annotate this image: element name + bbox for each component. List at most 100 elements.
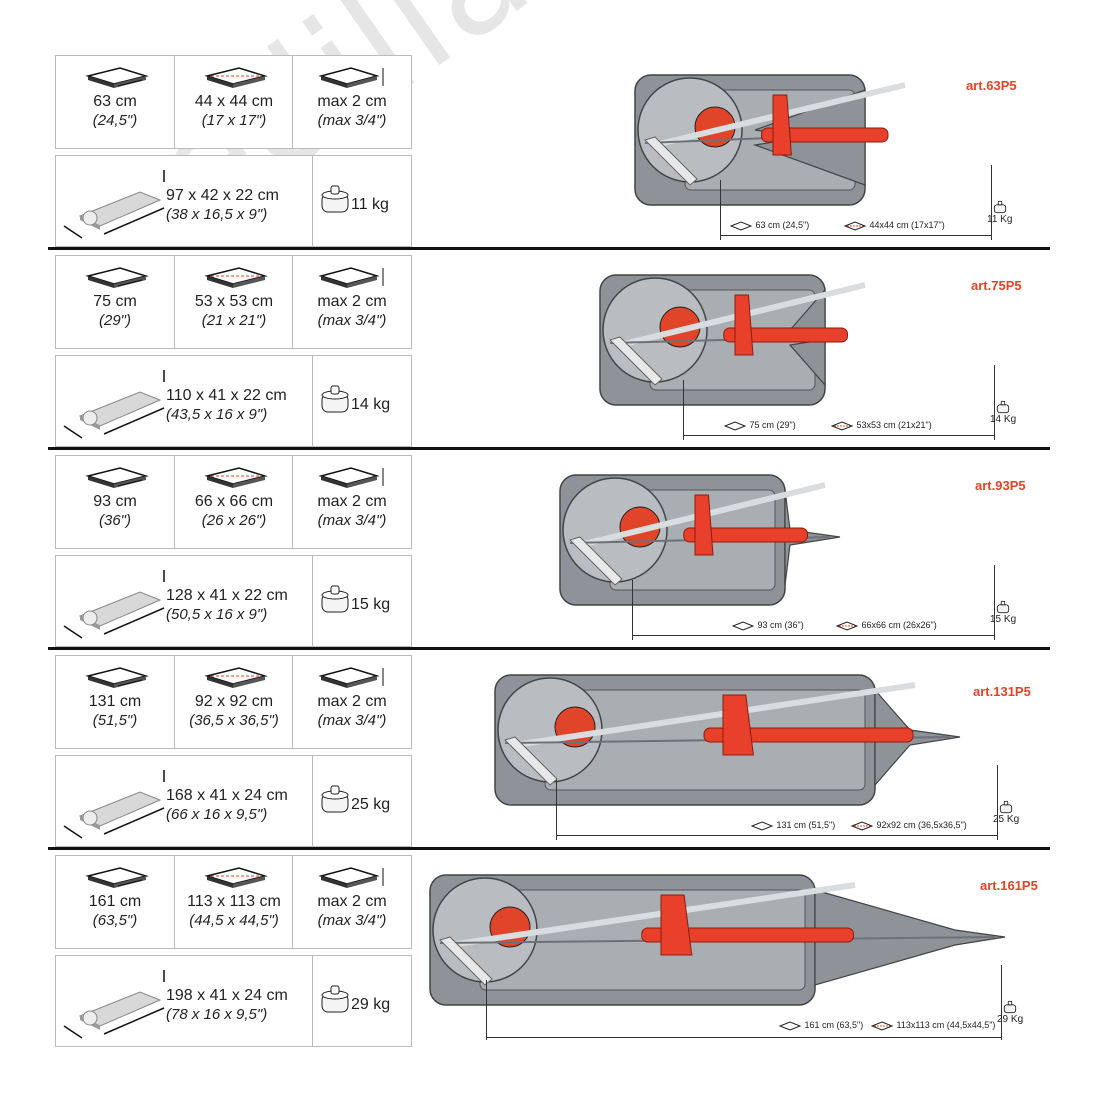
cut-length-cell: 131 cm (51,5") xyxy=(56,656,174,748)
caption-cut-length: 131 cm (51,5") xyxy=(750,820,835,831)
weight: 29 kg xyxy=(351,996,391,1013)
cutter-size-inches: (43,5 x 16 x 9") xyxy=(166,406,268,423)
caption-diagonal: 44x44 cm (17x17") xyxy=(843,220,945,231)
cutter-dimensions: 128 x 41 x 22 cm (50,5 x 16 x 9") xyxy=(166,586,366,624)
model-code: art.75P5 xyxy=(971,278,1022,293)
weight-mini-icon xyxy=(996,600,1010,614)
dimension-tick-right xyxy=(991,165,992,240)
red-handle xyxy=(683,494,808,556)
tile-diagonal-icon xyxy=(204,467,268,488)
cutter-size-inches: (38 x 16,5 x 9") xyxy=(166,206,268,223)
dimension-line xyxy=(632,635,994,636)
tile-cut-length-icon xyxy=(85,667,149,688)
max-thickness-inches: (max 3/4") xyxy=(317,312,387,329)
weight-icon xyxy=(321,185,349,213)
tile-mini-diagonal-icon xyxy=(870,1021,894,1031)
caption-weight-text: 11 Kg xyxy=(987,214,1013,225)
model-code: art.93P5 xyxy=(975,478,1026,493)
section-divider xyxy=(48,447,1050,450)
caption-cut-length: 63 cm (24,5") xyxy=(729,220,809,231)
dimension-line xyxy=(486,1037,1001,1038)
tile-cutter-drawing xyxy=(429,874,1006,1006)
caption-weight-text: 15 Kg xyxy=(990,614,1017,625)
dimension-line xyxy=(720,235,991,236)
max-thickness-inches: (max 3/4") xyxy=(317,712,387,729)
weight-cell: 25 kg xyxy=(312,756,411,846)
tile-thickness-icon xyxy=(318,67,384,88)
cut-length-cell: 63 cm (24,5") xyxy=(56,56,174,148)
spec-box-top: 93 cm (36") 66 x 66 cm (26 x 26") xyxy=(55,455,412,549)
tile-cut-length-icon xyxy=(85,867,149,888)
dimension-tick-right xyxy=(1001,965,1002,1040)
dimension-tick-left xyxy=(486,980,487,1040)
cut-length-inches: (36") xyxy=(99,512,131,529)
max-thickness-inches: (max 3/4") xyxy=(317,912,387,929)
caption-cut-length-text: 75 cm (29") xyxy=(749,420,796,430)
diagonal-size-inches: (17 x 17") xyxy=(201,112,267,129)
model-section-4: 131 cm (51,5") 92 x 92 cm (36,5 x 36,5") xyxy=(0,600,1100,847)
cutter-size-inches: (50,5 x 16 x 9") xyxy=(166,606,268,623)
caption-diagonal: 92x92 cm (36,5x36,5") xyxy=(850,820,967,831)
weight-icon xyxy=(321,985,349,1013)
tile-mini-icon xyxy=(778,1021,802,1031)
tile-cutter-drawing xyxy=(559,474,841,606)
weight: 14 kg xyxy=(351,396,391,413)
caption-cut-length-text: 131 cm (51,5") xyxy=(776,820,836,830)
spec-box-top: 131 cm (51,5") 92 x 92 cm (36,5 x 36,5") xyxy=(55,655,412,749)
max-thickness: max 2 cm xyxy=(317,893,387,910)
tile-cutter-drawing xyxy=(634,74,906,206)
tile-diagonal-icon xyxy=(204,867,268,888)
cutter-body xyxy=(494,674,961,806)
cutter-size-inches: (66 x 16 x 9,5") xyxy=(166,806,268,823)
caption-weight: 15 Kg xyxy=(990,600,1016,625)
weight-icon xyxy=(321,385,349,413)
caption-diagonal: 113x113 cm (44,5x44,5") xyxy=(870,1020,995,1031)
tile-thickness-icon xyxy=(318,867,384,888)
dimension-tick-right xyxy=(994,365,995,440)
dimension-tick-right xyxy=(994,565,995,640)
cut-length-inches: (51,5") xyxy=(92,712,138,729)
cut-length-cell: 161 cm (63,5") xyxy=(56,856,174,948)
caption-cut-length-text: 93 cm (36") xyxy=(757,620,804,630)
section-divider xyxy=(48,847,1050,850)
tile-mini-icon xyxy=(729,221,753,231)
tile-cut-length-icon xyxy=(85,267,149,288)
cutter-size: 97 x 42 x 22 cm xyxy=(166,187,279,204)
caption-weight-text: 29 Kg xyxy=(997,1014,1024,1025)
weight-cell: 29 kg xyxy=(312,956,411,1046)
tile-thickness-icon xyxy=(318,667,384,688)
dimension-tick-left xyxy=(683,380,684,440)
cutter-dimensions-icon xyxy=(63,970,165,1039)
weight-mini-icon xyxy=(999,800,1013,814)
diagonal-size: 66 x 66 cm xyxy=(194,493,274,510)
weight: 15 kg xyxy=(351,596,391,613)
caption-diagonal-text: 92x92 cm (36,5x36,5") xyxy=(876,820,967,830)
cut-length-inches: (24,5") xyxy=(92,112,138,129)
caption-weight: 14 Kg xyxy=(990,400,1016,425)
cut-length: 131 cm xyxy=(88,693,142,710)
diagonal-cell: 66 x 66 cm (26 x 26") xyxy=(174,456,293,548)
caption-diagonal-text: 53x53 cm (21x21") xyxy=(856,420,932,430)
weight-cell: 15 kg xyxy=(312,556,411,646)
max-thickness: max 2 cm xyxy=(317,293,387,310)
tile-mini-diagonal-icon xyxy=(850,821,874,831)
thickness-cell: max 2 cm (max 3/4") xyxy=(292,56,411,148)
max-thickness: max 2 cm xyxy=(317,493,387,510)
spec-box-top: 63 cm (24,5") 44 x 44 cm (17 x 17") xyxy=(55,55,412,149)
weight-cell: 11 kg xyxy=(312,156,411,246)
model-code: art.161P5 xyxy=(980,878,1038,893)
thickness-cell: max 2 cm (max 3/4") xyxy=(292,656,411,748)
cutter-size: 128 x 41 x 22 cm xyxy=(166,587,288,604)
spec-box-top: 75 cm (29") 53 x 53 cm (21 x 21") xyxy=(55,255,412,349)
weight: 11 kg xyxy=(351,196,389,213)
diagonal-size-inches: (36,5 x 36,5") xyxy=(189,712,279,729)
tile-thickness-icon xyxy=(318,467,384,488)
cutter-dimensions-icon xyxy=(63,170,165,239)
model-section-1: 63 cm (24,5") 44 x 44 cm (17 x 17") xyxy=(0,0,1100,247)
model-code: art.131P5 xyxy=(973,684,1031,699)
red-handle xyxy=(723,294,848,356)
weight-icon xyxy=(321,585,349,613)
max-thickness-inches: (max 3/4") xyxy=(317,112,387,129)
section-divider xyxy=(48,647,1050,650)
thickness-cell: max 2 cm (max 3/4") xyxy=(292,256,411,348)
